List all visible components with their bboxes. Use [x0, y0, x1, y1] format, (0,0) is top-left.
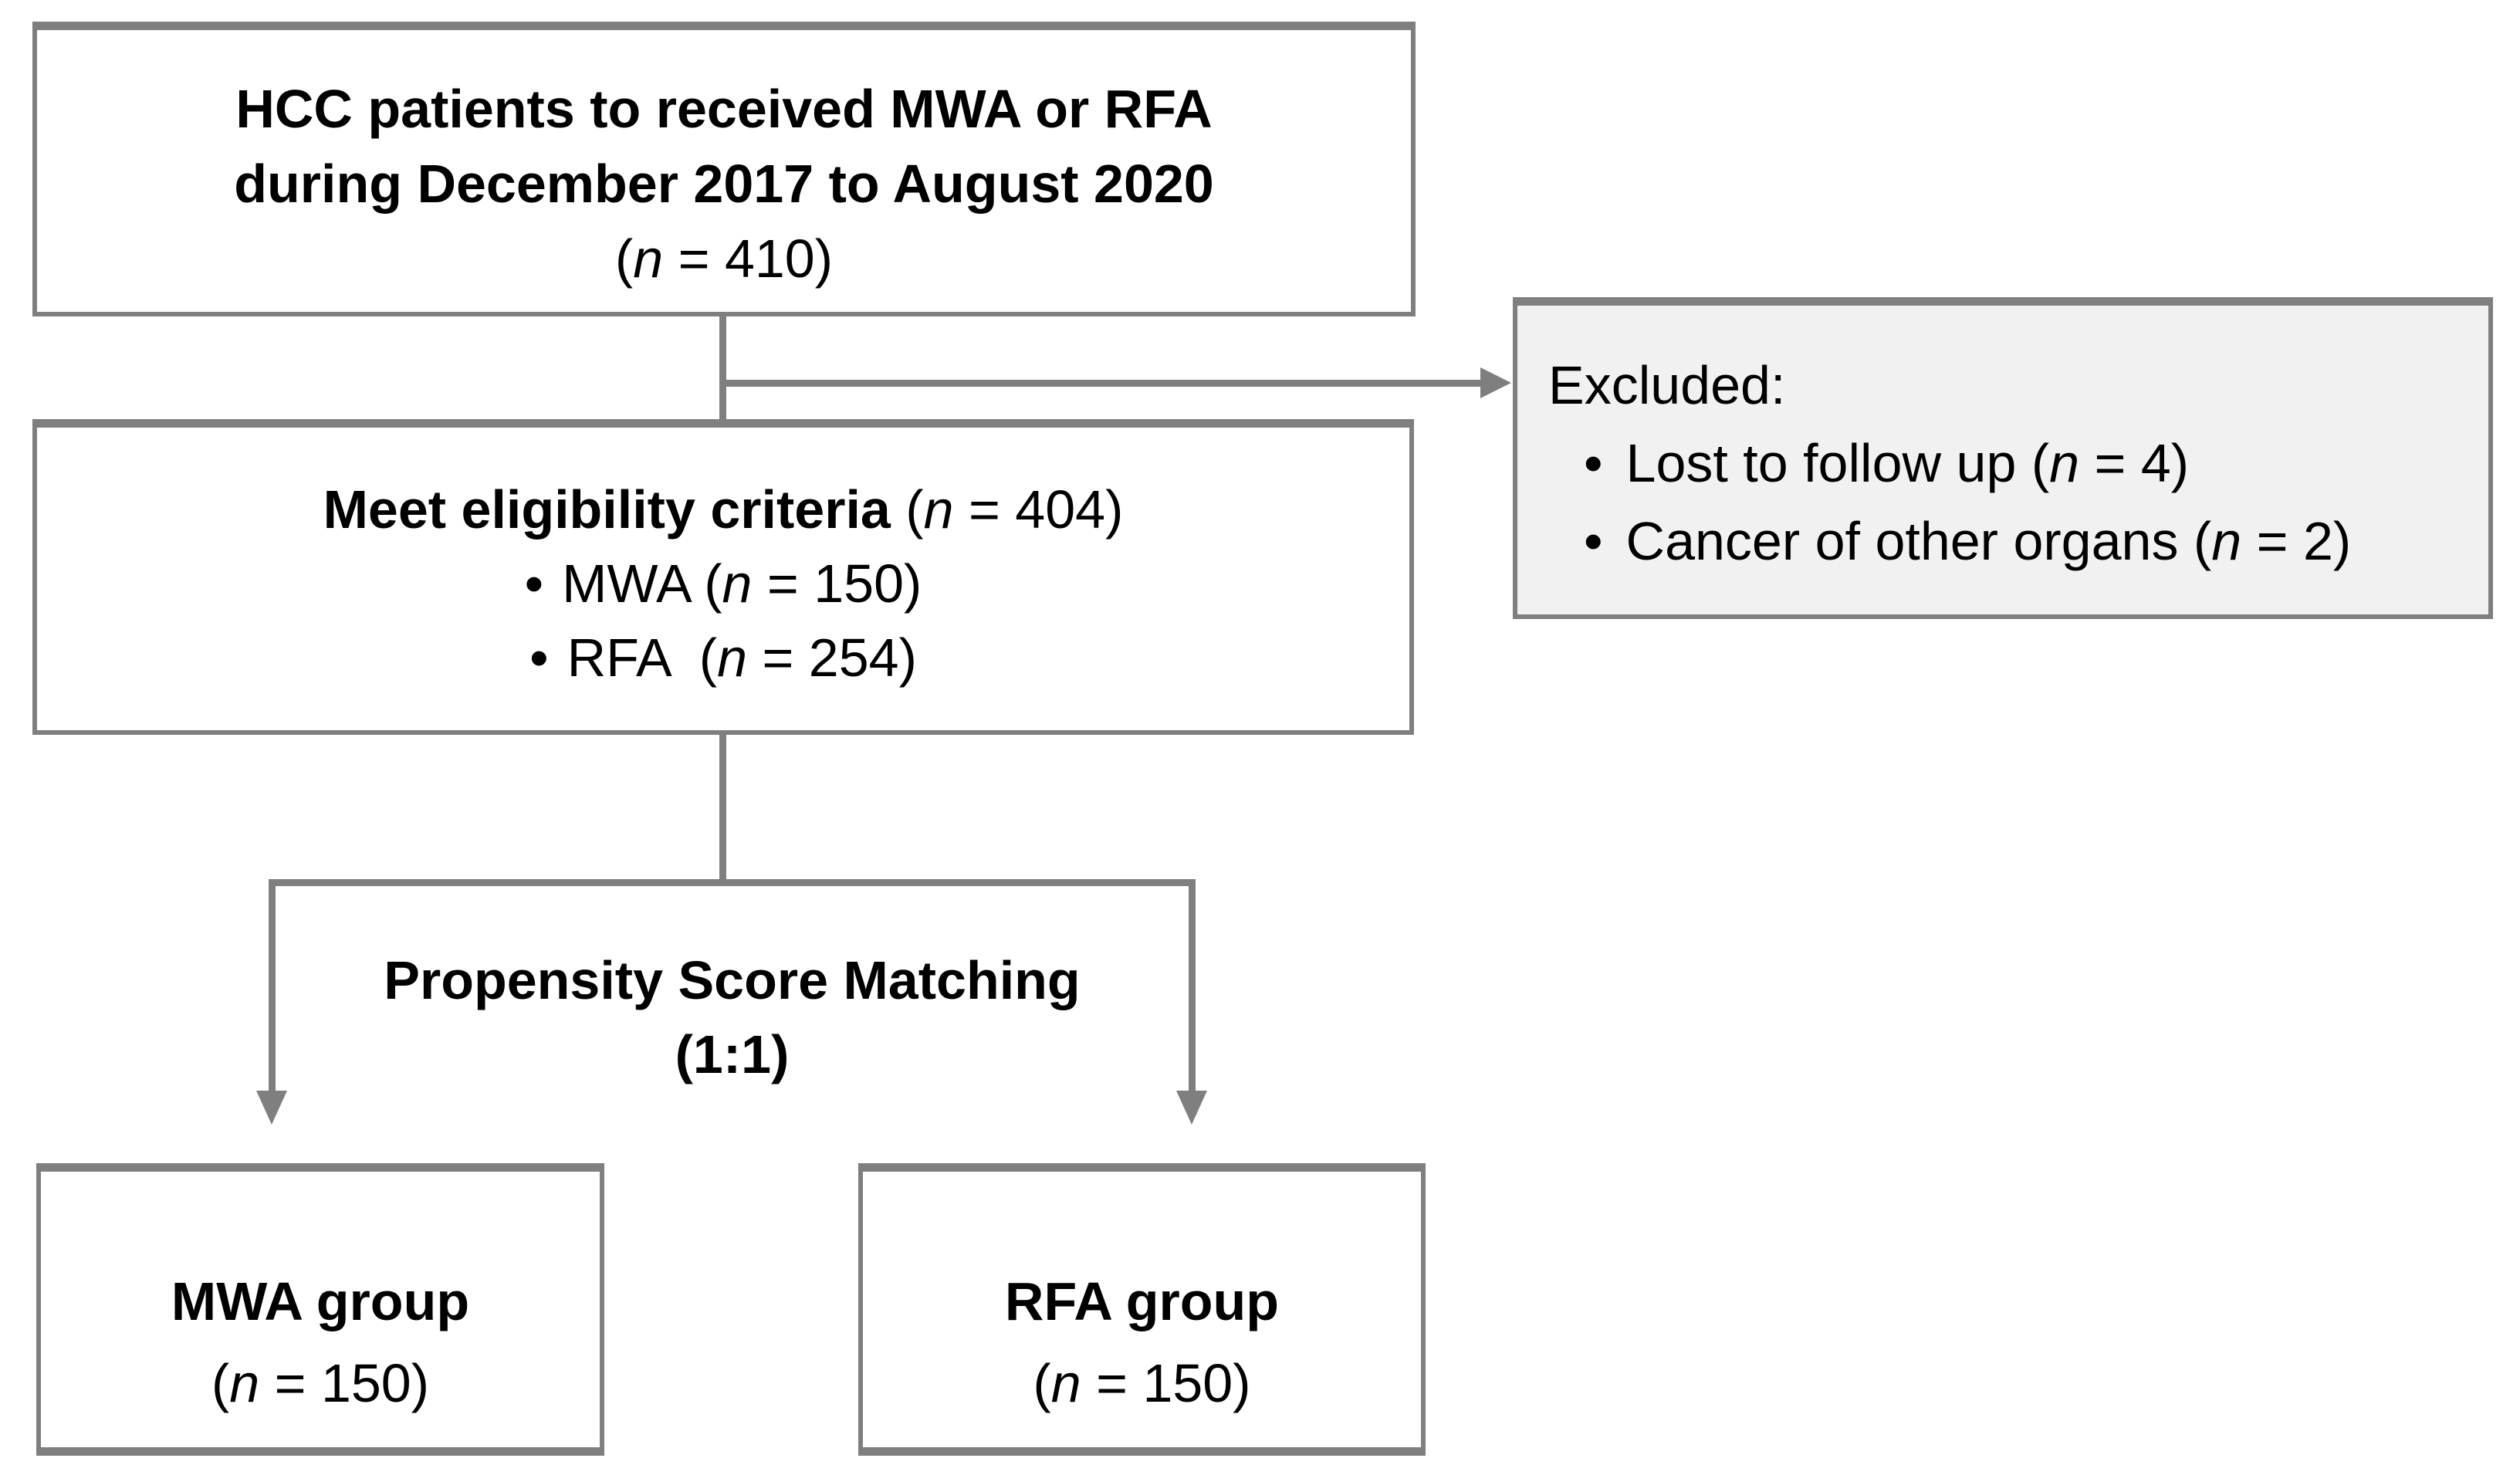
bracket-vertical-right	[1189, 879, 1196, 1092]
rfa-group-box: RFA group (n = 150)	[858, 1163, 1426, 1456]
arrowhead-mwa-icon	[256, 1091, 287, 1125]
matching-label-line2: (1:1)	[675, 1024, 790, 1084]
enrollment-box: HCC patients to received MWA or RFA duri…	[32, 22, 1416, 316]
mwa-group-box: MWA group (n = 150)	[36, 1163, 604, 1456]
arrowhead-rfa-icon	[1176, 1091, 1207, 1125]
bullet-icon: •	[1584, 433, 1603, 493]
bracket-horizontal	[269, 879, 1196, 886]
matching-label: Propensity Score Matching (1:1)	[269, 943, 1196, 1091]
connector-eligibility-to-bracket	[719, 732, 726, 885]
mwa-group-count: (n = 150)	[211, 1353, 430, 1413]
matching-label-line1: Propensity Score Matching	[384, 950, 1081, 1010]
bullet-icon: •	[524, 553, 544, 614]
bullet-icon: •	[529, 628, 549, 688]
rfa-group-count: (n = 150)	[1033, 1353, 1251, 1413]
eligibility-box: Meet eligibility criteria (n = 404) •MWA…	[32, 419, 1414, 735]
bracket-vertical-left	[269, 879, 276, 1092]
excluded-item: •Lost to follow up (n = 4)	[1548, 425, 2465, 502]
connector-to-excluded-shaft	[722, 380, 1482, 387]
excluded-item: •Cancer of other organs (n = 2)	[1548, 502, 2465, 580]
enrollment-title-line1: HCC patients to received MWA or RFA	[235, 79, 1213, 139]
connector-top-to-eligibility	[719, 313, 726, 422]
eligibility-item-mwa: •MWA (n = 150)	[37, 546, 1409, 621]
arrowhead-excluded-icon	[1480, 367, 1511, 398]
bullet-icon: •	[1584, 511, 1603, 571]
eligibility-title: Meet eligibility criteria (n = 404)	[323, 479, 1124, 540]
excluded-title: Excluded:	[1548, 355, 1786, 415]
rfa-group-title: RFA group	[1004, 1271, 1280, 1331]
enrollment-count: (n = 410)	[614, 228, 834, 289]
enrollment-title-line2: during December 2017 to August 2020	[234, 154, 1214, 214]
eligibility-item-rfa: •RFA (n = 254)	[37, 621, 1409, 695]
excluded-box: Excluded: •Lost to follow up (n = 4) •Ca…	[1513, 297, 2493, 619]
mwa-group-title: MWA group	[171, 1271, 470, 1331]
